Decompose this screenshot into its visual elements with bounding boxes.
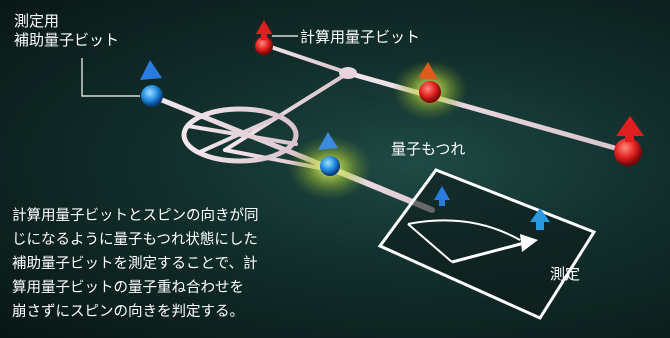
compute-qubit-top xyxy=(255,20,273,55)
caption-line: 崩さずにスピンの向きを判定する。 xyxy=(12,304,244,320)
caption-line: 計算用量子ビットとスピンの向きが同 xyxy=(12,208,259,224)
measure-pointer-head xyxy=(520,234,538,252)
measure-pointer xyxy=(451,240,529,264)
measure-pivot-line xyxy=(407,223,453,263)
measurement-device xyxy=(377,168,597,320)
ancilla-label-line1: 測定用 xyxy=(14,12,60,30)
entanglement-label: 量子もつれ xyxy=(391,140,466,158)
compute-qubit-label: 計算用量子ビット xyxy=(300,28,421,46)
ancilla-qubit-mid xyxy=(318,132,340,176)
cnot-ring xyxy=(181,106,299,164)
compute-track-upper xyxy=(260,42,350,75)
compute-qubit-right xyxy=(614,116,644,166)
ancilla-qubit-label: 測定用 補助量子ビット xyxy=(14,12,119,50)
ancilla-leader xyxy=(81,58,140,97)
leader-lines xyxy=(81,35,298,97)
caption-text: 計算用量子ビットとスピンの向きが同 じになるように量子もつれ状態にした 補助量子… xyxy=(12,204,312,324)
ancilla-label-line2: 補助量子ビット xyxy=(14,31,120,49)
caption-line: 補助量子ビットを測定することで、計 xyxy=(12,256,258,272)
compute-qubit-mid xyxy=(418,62,441,103)
measure-spin-readout xyxy=(530,208,550,230)
cnot-cross-b xyxy=(186,124,298,146)
compute-track-main xyxy=(345,70,625,153)
measure-dial xyxy=(407,219,521,241)
qubit-tracks xyxy=(149,42,625,213)
measurement-label: 測定 xyxy=(550,265,581,283)
caption-line: じになるように量子もつれ状態にした xyxy=(12,232,258,248)
ancilla-qubit-left xyxy=(140,60,163,107)
measure-panel xyxy=(377,168,597,320)
caption-line: 算用量子ビットの量子重ね合わせを xyxy=(12,280,244,296)
measure-spin-up xyxy=(434,186,450,206)
control-dot xyxy=(339,67,357,79)
